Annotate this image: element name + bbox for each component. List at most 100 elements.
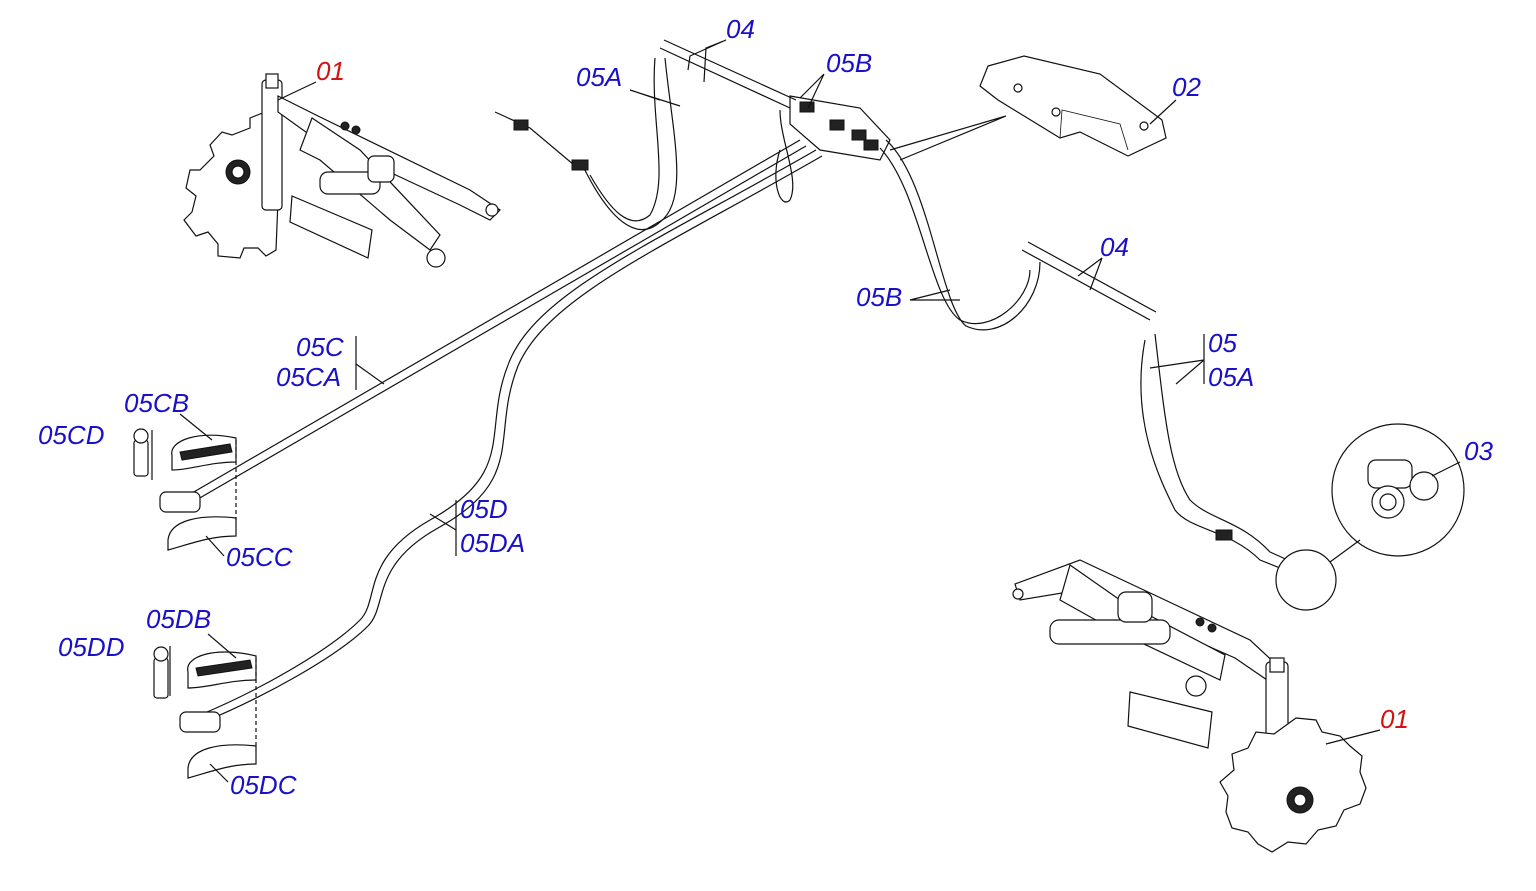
- hose-04-top-b: [663, 39, 797, 101]
- central-valve-block: [789, 95, 891, 161]
- detail-connector: [1329, 539, 1361, 563]
- disc-hub-cap-top: [231, 165, 245, 179]
- coupler-05D-group: [153, 646, 257, 779]
- arm-end-pin-top: [485, 203, 499, 217]
- callout-04-mid: 04: [1100, 232, 1129, 262]
- hose-05B-right-a: [879, 147, 1031, 325]
- leader-04-top: [687, 39, 727, 83]
- disc-assembly-bottom-right: [1012, 559, 1367, 853]
- callout-03: 03: [1464, 436, 1493, 466]
- cylinder-bottom: [1049, 619, 1171, 645]
- mount-bracket-top: [289, 195, 373, 259]
- bolt-05DD: [153, 657, 169, 699]
- valve-fitting-a: [799, 101, 815, 113]
- leader-05CC: [205, 535, 225, 557]
- fitting-elbow-body: [1367, 459, 1413, 489]
- hose-05D-b: [205, 155, 823, 722]
- callout-05D: 05D: [460, 494, 508, 524]
- pivot-pin-bottom: [1185, 675, 1207, 697]
- quick-coupler-05D: [179, 711, 221, 733]
- bracket-hole-b: [1051, 107, 1061, 117]
- clamp-ribs-05CB: [179, 443, 233, 461]
- hose-04-top-a: [659, 47, 791, 109]
- fitting-short-mid: [571, 159, 589, 171]
- leader-05C: [355, 363, 385, 385]
- notched-disc-bottom: [1219, 717, 1367, 853]
- clamp-half-05CC: [167, 516, 237, 551]
- hose-05B-right-b: [885, 139, 1041, 331]
- coupler-05C-group: [133, 428, 237, 551]
- callout-05A-right: 05A: [1208, 362, 1254, 392]
- detail-fitting-03: [1275, 423, 1465, 611]
- hose-05A-top-a: [589, 57, 660, 222]
- callout-05B-top: 05B: [826, 48, 872, 78]
- mounting-bracket-02: [979, 55, 1167, 157]
- callout-05C: 05C: [296, 332, 344, 362]
- leader-05B-top: [799, 73, 825, 109]
- hose-short-left: [494, 111, 581, 171]
- valve-fitting-c: [851, 129, 867, 141]
- callout-05-right: 05: [1208, 328, 1237, 358]
- grease-nipple-bottom-b: [1207, 623, 1217, 633]
- pivot-pin-top: [426, 248, 446, 268]
- arm-end-pin-bottom: [1012, 588, 1024, 600]
- hose-05-right-a: [1140, 339, 1306, 579]
- leader-05B-mid: [909, 289, 960, 301]
- callout-05B-mid: 05B: [856, 282, 902, 312]
- hose-05B-loop: [775, 109, 794, 203]
- cylinder-top: [319, 171, 381, 195]
- leader-lines: [151, 39, 1461, 783]
- bracket-hole-c: [1139, 121, 1149, 131]
- callout-02: 02: [1172, 72, 1201, 102]
- leader-05DC: [209, 763, 229, 783]
- disc-assembly-top-left: [183, 73, 501, 268]
- grease-nipple-top-b: [351, 125, 361, 135]
- detail-circle-small: [1275, 549, 1337, 611]
- disc-post-cap-top: [265, 73, 279, 89]
- fitting-nut-bore: [1379, 493, 1397, 511]
- callout-labels: 01 01 02 03 04 04 05A 05B 05B 05 05A 05C…: [38, 14, 1493, 800]
- hose-05-right-b: [1154, 333, 1311, 571]
- callout-05CD: 05CD: [38, 420, 104, 450]
- cylinder-cap-top: [367, 155, 395, 183]
- leader-05CB: [179, 413, 213, 441]
- hose-05C-a: [179, 139, 801, 501]
- disc-post-cap-bottom: [1269, 657, 1285, 673]
- leader-01-bottom: [1325, 729, 1381, 745]
- leader-02-to-valve: [889, 115, 1007, 161]
- leader-05D: [429, 513, 457, 531]
- hose-05D-a: [199, 149, 817, 716]
- bracket-hole-a: [1013, 83, 1023, 93]
- callout-05CC: 05CC: [226, 542, 293, 572]
- bracket-plate: [979, 55, 1167, 157]
- quick-coupler-05C: [159, 491, 201, 513]
- disc-hub-cap-bottom: [1293, 793, 1307, 807]
- callout-04-top: 04: [726, 14, 755, 44]
- fitting-right-low: [1215, 529, 1233, 541]
- clamp-ribs-05DB: [195, 659, 253, 677]
- callout-05A-top: 05A: [576, 62, 622, 92]
- leader-05DB: [207, 633, 237, 659]
- valve-fitting-b: [829, 119, 845, 131]
- bracket-fold: [1059, 109, 1129, 151]
- hose-04-mid-a: [1021, 249, 1151, 321]
- callout-05DD: 05DD: [58, 632, 124, 662]
- callout-05CA: 05CA: [276, 362, 341, 392]
- bolt-head-05CD: [133, 428, 149, 444]
- hose-05C-b: [185, 145, 807, 507]
- callout-01-bottom: 01: [1380, 704, 1409, 734]
- bolt-05CD: [133, 439, 149, 477]
- callout-05DB: 05DB: [146, 604, 211, 634]
- grease-nipple-top-a: [340, 121, 350, 131]
- leader-02: [1149, 99, 1177, 125]
- callout-05DA: 05DA: [460, 528, 525, 558]
- bolt-head-05DD: [153, 646, 169, 662]
- hoses: [179, 39, 1313, 722]
- notched-disc-top: [183, 111, 279, 259]
- leader-03: [1431, 461, 1461, 477]
- hose-04-mid-b: [1027, 241, 1157, 313]
- callout-05CB: 05CB: [124, 388, 189, 418]
- cylinder-cap-bottom: [1117, 591, 1153, 623]
